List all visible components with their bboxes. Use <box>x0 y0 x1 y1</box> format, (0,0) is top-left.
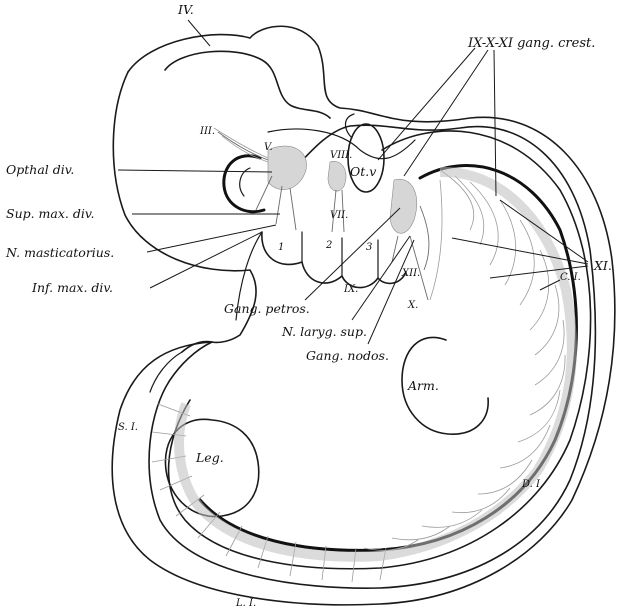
label-opthal-div: Opthal div. <box>6 162 74 177</box>
label-xii: XII. <box>401 268 420 279</box>
label-n-masticatorius: N. masticatorius. <box>5 245 114 260</box>
label-v: V. <box>264 142 273 153</box>
label-arch-2: 2 <box>325 240 332 251</box>
label-xi: XI. <box>593 258 612 273</box>
pharyngeal-arches <box>262 232 406 288</box>
labels: IV. IX-X-XI gang. crest. III. V. VIII. O… <box>5 2 612 609</box>
label-arm: Arm. <box>407 378 439 393</box>
label-otv: Ot.v <box>350 164 376 179</box>
label-d1: D. I. <box>521 479 543 490</box>
label-leg: Leg. <box>195 450 224 465</box>
label-inf-max-div: Inf. max. div. <box>31 280 113 295</box>
optic-cup <box>224 156 264 212</box>
label-gang-nodos: Gang. nodos. <box>306 348 389 363</box>
label-viii: VIII. <box>330 150 352 161</box>
label-ix: IX. <box>343 284 358 295</box>
label-n-laryng-sup: N. laryg. sup. <box>281 324 367 339</box>
label-s1: S. I. <box>118 422 138 433</box>
fourth-ventricle-outline <box>165 51 330 118</box>
embryo-outer-outline <box>112 26 615 605</box>
optic-cup-inner <box>240 168 250 196</box>
label-sup-max-div: Sup. max. div. <box>6 206 94 221</box>
label-ix-x-xi-crest: IX-X-XI gang. crest. <box>467 36 595 51</box>
label-x: X. <box>407 300 418 311</box>
label-arch-3: 3 <box>366 242 372 253</box>
label-vii: VII. <box>330 210 348 221</box>
label-arch-1: 1 <box>278 242 284 253</box>
label-iv: IV. <box>177 2 194 17</box>
label-l1: L. I. <box>235 598 256 609</box>
label-c1: C. I. <box>560 272 581 283</box>
label-iii: III. <box>199 126 215 137</box>
label-gang-petros: Gang. petros. <box>224 301 310 316</box>
